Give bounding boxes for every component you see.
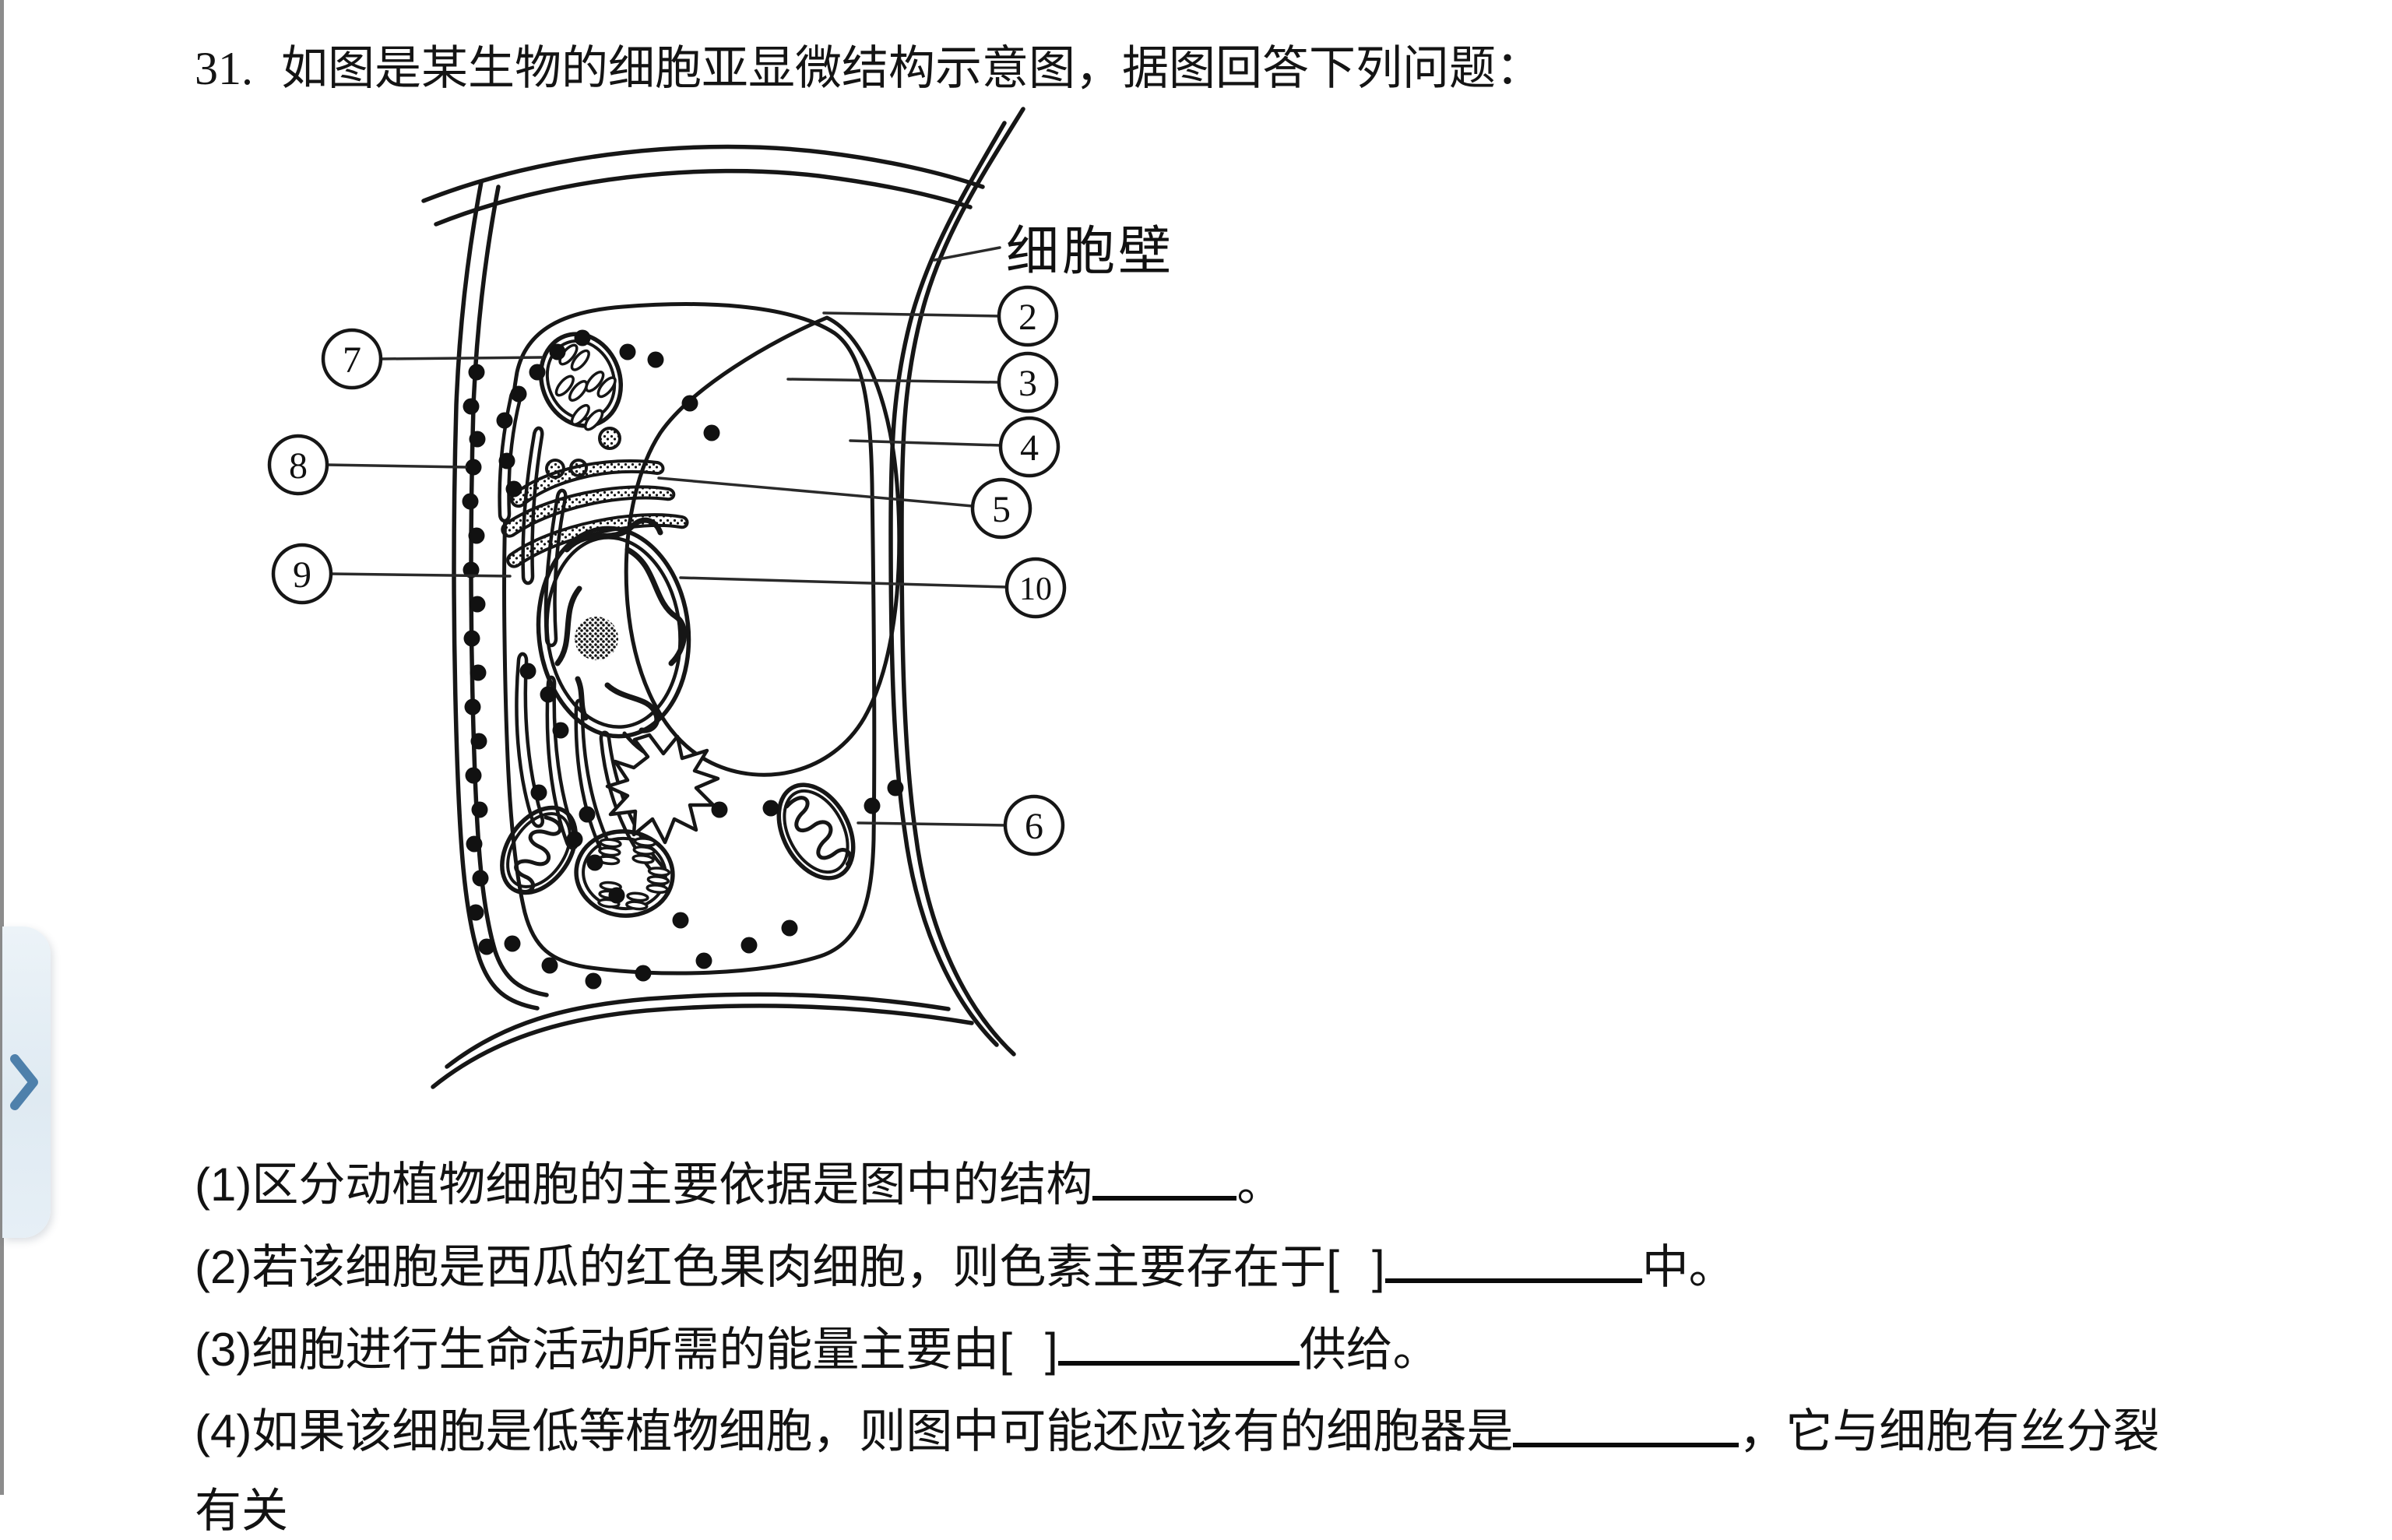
diagram-label-6: 6 xyxy=(857,794,1065,856)
question-text: 细胞进行生命活动所需的能量主要由 xyxy=(252,1324,1000,1376)
label-number: 2 xyxy=(1018,297,1037,338)
page-left-border xyxy=(0,0,4,1495)
question-text: 有关 xyxy=(195,1485,288,1537)
question-number: 31. xyxy=(195,43,253,94)
lysosome-star xyxy=(605,733,720,845)
cell-wall-label: 细胞壁 xyxy=(933,222,1174,281)
nucleolus xyxy=(575,617,618,660)
label-circle xyxy=(321,328,383,390)
cell-membrane xyxy=(502,302,877,976)
golgi-apparatus xyxy=(501,427,689,568)
diagram-label-9: 9 xyxy=(271,543,512,605)
bracket-open: [ xyxy=(999,1324,1013,1376)
diagram-label-8: 8 xyxy=(267,434,467,496)
question-title: 31. 如图是某生物的细胞亚显微结构示意图，据图回答下列问题： xyxy=(195,40,1542,97)
question-prefix: (1) xyxy=(195,1159,252,1211)
label-circle xyxy=(997,351,1059,413)
question-text-after: 中。 xyxy=(1641,1241,1736,1293)
answer-blank xyxy=(1057,1319,1300,1366)
question-text-after: 。 xyxy=(1236,1159,1284,1211)
bracket-close: ] xyxy=(1045,1324,1058,1376)
diagram-label-3: 3 xyxy=(786,351,1059,413)
label-circle xyxy=(998,416,1061,478)
label-line xyxy=(325,463,467,469)
question-prefix: (3) xyxy=(195,1324,252,1376)
cell-wall xyxy=(421,107,1025,1089)
label-number: 10 xyxy=(1019,571,1052,607)
label-line xyxy=(329,572,512,578)
label-number: 5 xyxy=(992,489,1011,530)
question-title-text: 如图是某生物的细胞亚显微结构示意图，据图回答下列问题： xyxy=(281,43,1542,94)
label-number: 9 xyxy=(293,554,311,596)
question-text: 若该细胞是西瓜的红色果肉细胞，则色素主要存在于 xyxy=(252,1241,1327,1293)
side-drawer-handle[interactable] xyxy=(2,926,51,1238)
cell-wall-label-text: 细胞壁 xyxy=(1006,222,1174,281)
question-text-after: ，它与细胞有丝分裂 xyxy=(1739,1405,2160,1457)
chloroplast-top xyxy=(538,332,624,431)
diagram-label-5: 5 xyxy=(657,476,1032,540)
label-line xyxy=(379,356,543,360)
label-circle xyxy=(970,477,1032,540)
question-3: (3)细胞进行生命活动所需的能量主要由[] 供给。 xyxy=(195,1319,1440,1379)
question-2: (2)若该细胞是西瓜的红色果肉细胞，则色素主要存在于[] 中。 xyxy=(195,1236,1736,1296)
label-circle xyxy=(271,543,333,605)
bracket-open: [ xyxy=(1326,1241,1340,1293)
nucleus xyxy=(536,517,691,764)
label-number: 6 xyxy=(1025,806,1043,847)
question-prefix: (2) xyxy=(195,1241,252,1293)
question-4: (4)如果该细胞是低等植物细胞，则图中可能还应该有的细胞器是 ，它与细胞有丝分裂 xyxy=(195,1401,2159,1461)
golgi-vesicle xyxy=(569,459,588,477)
chromatin xyxy=(554,517,688,733)
label-number: 3 xyxy=(1018,363,1037,404)
diagram-label-7: 7 xyxy=(321,328,543,390)
label-line xyxy=(822,311,1001,318)
answer-blank xyxy=(1092,1154,1237,1201)
vacuole xyxy=(624,315,902,777)
label-circle xyxy=(1003,794,1065,856)
question-text-after: 供给。 xyxy=(1299,1324,1440,1376)
diagram-label-10: 10 xyxy=(679,557,1067,619)
answer-blank xyxy=(1384,1236,1642,1283)
question-text: 区分动植物细胞的主要依据是图中的结构 xyxy=(252,1159,1093,1211)
mitochondrion-left xyxy=(500,805,578,895)
ribosome-dots xyxy=(462,329,904,990)
label-line xyxy=(857,821,1007,827)
label-number: 8 xyxy=(289,445,308,487)
label-line xyxy=(786,378,1001,384)
label-circle xyxy=(997,285,1059,347)
label-number: 4 xyxy=(1020,427,1039,469)
diagram-label-2: 2 xyxy=(822,285,1059,347)
chloroplast-bottom xyxy=(574,829,675,918)
answer-blank xyxy=(1513,1401,1739,1447)
golgi-vesicle xyxy=(598,427,621,450)
golgi-vesicle xyxy=(545,459,565,479)
label-line xyxy=(849,439,1002,447)
label-line xyxy=(679,576,1008,589)
label-number: 7 xyxy=(343,339,361,381)
label-line xyxy=(657,476,974,508)
cell-diagram: 7 8 9 2 3 4 5 xyxy=(267,107,1174,1089)
label-circle xyxy=(1004,557,1067,619)
bracket-close: ] xyxy=(1372,1241,1385,1293)
chevron-right-icon xyxy=(10,1054,38,1110)
question-text: 如果该细胞是低等植物细胞，则图中可能还应该有的细胞器是 xyxy=(252,1405,1514,1457)
question-4-continuation: 有关 xyxy=(195,1482,288,1540)
label-circle xyxy=(267,434,329,496)
question-prefix: (4) xyxy=(195,1405,252,1457)
mitochondrion-right xyxy=(776,782,856,881)
diagram-label-4: 4 xyxy=(849,416,1061,478)
question-1: (1)区分动植物细胞的主要依据是图中的结构 。 xyxy=(195,1154,1283,1214)
label-line xyxy=(933,246,1001,262)
